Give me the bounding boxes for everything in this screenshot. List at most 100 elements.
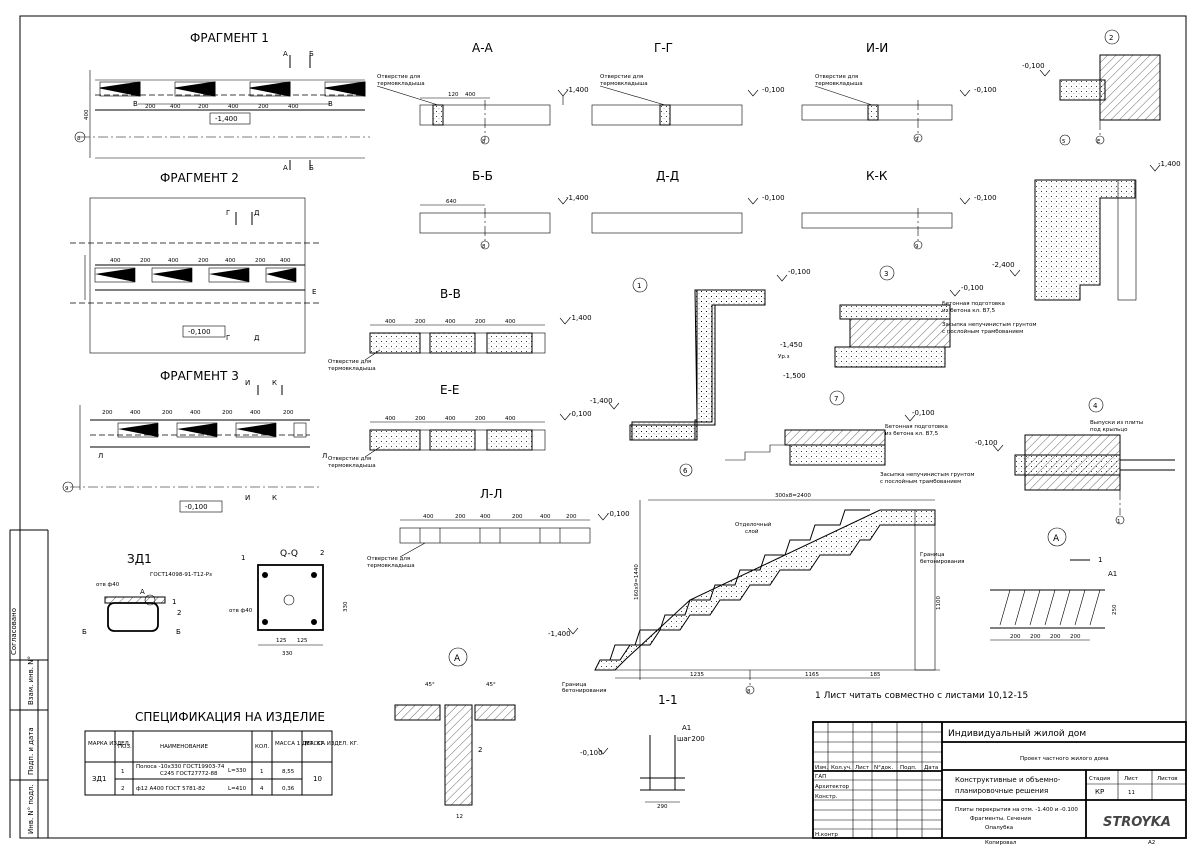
kk-axis: 9 [915,244,919,250]
spec-r2-name-a: ф12 А400 ГОСТ 5781-82 [136,786,205,792]
vv-note-2: термовкладыша [328,366,376,372]
aa-note-1: Отверстие для [377,74,420,80]
f2-cut-d-bot: Д [254,334,260,342]
tb-desc-2: Фрагменты. Сечения [970,816,1031,822]
tb-h-list: Лист [855,765,870,771]
detail-a-right-a1: А1 [1108,570,1117,578]
vv-level: -1,400 [569,314,592,322]
f2-dim-3: 400 [168,258,179,264]
detail-a-right-dim-4: 200 [1070,634,1081,640]
node-3-note-a2: из бетона кл. В7,5 [942,308,996,314]
f3-dim-5: 200 [222,410,233,416]
stair-level: -1,400 [548,630,571,638]
fragment-1: ФРАГМЕНТ 1 200 400 200 400 200 400 -1,40… [74,31,370,172]
spec-mark: ЗД1 [92,775,106,783]
side-stamp: Согласовано Взам. инв. N° Подп. и дата И… [9,529,49,838]
f3-cut-i: И [245,379,250,387]
fragment-1-title: ФРАГМЕНТ 1 [190,31,269,45]
spec-r1-pos: 1 [121,769,125,775]
node-1-level-mid: -1,400 [590,397,613,405]
fragment-3-title: ФРАГМЕНТ 3 [160,369,239,383]
detail-a-right-label: А [1053,534,1060,544]
section-ee: Е-Е 400 200 400 200 400 Отверстие для те… [328,383,592,469]
section-ii: И-И 9 Отверстие для термовкладыша -0,100 [801,41,997,143]
node-6-num: 6 [683,467,688,475]
section-11-a1: А1 [682,724,691,732]
spec-h-pos: ПОЗ. [118,744,132,750]
f3-cut-k: К [272,379,277,387]
section-kk: К-К 9 -0,100 [801,169,997,250]
node-7-level: -0,100 [912,409,935,417]
f1-dim-2: 400 [170,104,181,110]
f3-dim-6: 400 [250,410,261,416]
vv-dim-4: 200 [475,319,486,325]
fragment-2: ФРАГМЕНТ 2 400 200 400 200 400 200 400 -… [70,171,320,354]
spec-total: 10 [313,775,322,783]
spec-r1-name-a: Полоса -10х330 ГОСТ19903-74 [136,764,225,770]
f1-cut-b-top: Б [309,50,314,58]
node-4-note-2: под крыльцо [1090,427,1128,433]
spec-r2-pos: 2 [121,786,125,792]
ll-note-1: Отверстие для [367,556,410,562]
tb-project: Индивидуальный жилой дом [948,729,1086,739]
f2-dim-1: 400 [110,258,121,264]
ii-level: -0,100 [974,86,997,94]
ee-dim-1: 400 [385,416,396,422]
f2-cut-d: Д [254,209,260,217]
zd1-title: ЗД1 [127,552,152,566]
ll-dim-1: 400 [423,514,434,520]
detail-a-center: А 45° 45° 2 12 [394,647,516,820]
f2-dim-6: 200 [255,258,266,264]
detail-a-right-dim-3: 200 [1050,634,1061,640]
fragment-3: ФРАГМЕНТ 3 200 400 200 400 200 400 200 -… [62,369,327,513]
section-kk-title: К-К [866,169,888,183]
vv-dim-2: 200 [415,319,426,325]
sheet-frame [19,15,1187,839]
node-7-note-b1: Засыпка непучинистым грунтом [880,472,975,478]
spec-r1-name-b: С245 ГОСТ27772-88 [160,771,218,777]
gg-note-1: Отверстие для [600,74,643,80]
stair-left-dim: 160x9=1440 [634,564,640,600]
f1-axis: 8 [77,136,81,142]
tb-format: А2 [1148,840,1155,846]
ii-axis: 9 [915,137,919,143]
f2-cut-g: Г [226,209,230,217]
f2-dim-2: 200 [140,258,151,264]
node-3: 3 Бетонная подготовка из бетона кл. В7,5… [778,265,1037,380]
tb-stage-h: Стадия [1089,776,1110,782]
section-11-bot-dim: 290 [657,804,668,810]
tb-h-kol: Кол.уч. [831,765,852,771]
zd1-gost: ГОСТ14098-91-Т12-Рз [150,572,212,578]
node-2-axis: Е [1097,139,1101,145]
node-3-note-b1: Засыпка непучинистым грунтом [942,322,1037,328]
gg-note-2: термовкладыша [600,81,648,87]
f2-cut-e: Е [312,288,316,296]
spec-title: СПЕЦИФИКАЦИЯ НА ИЗДЕЛИЕ [135,710,325,724]
node-3-level1: -0,100 [961,284,984,292]
node-3-note-b2: с послойным трамбованием [942,328,1023,335]
side-sign: Подп. и дата [27,727,35,775]
node-7-note-b2: с послойным трамбованием [880,478,961,485]
aa-axis: 8 [482,139,486,145]
ll-dim-3: 400 [480,514,491,520]
tb-section-2: планировочные решения [955,787,1048,795]
section-aa-title: А-А [472,41,494,55]
f2-dim-5: 400 [225,258,236,264]
zd1-label-2: 2 [177,609,181,617]
f1-cut-a-bot: А [283,164,288,172]
spec-r1-len: L=330 [228,768,247,774]
tb-sheet: 11 [1128,790,1135,796]
detail-a-dim-b: 12 [456,814,463,820]
detail-a-right: А 1 А1 200 200 200 200 250 [990,527,1118,641]
spec-r2-len: L=410 [228,786,247,792]
spec-r2-mass: 0,36 [282,786,295,792]
tb-desc-1: Плиты перекрытия на отм. -1.400 и -0.100 [955,807,1078,813]
f1-cut-v-left: В [133,100,138,108]
stair-bot-dim-1: 1235 [690,672,704,678]
f3-cut-l-right: Л [322,452,327,460]
node-5-level-bot: -2,400 [992,261,1015,269]
sheet-note: 1 Лист читать совместно с листами 10,12-… [815,691,1028,701]
node-2-num: 2 [1109,34,1113,42]
f3-dim-4: 400 [190,410,201,416]
